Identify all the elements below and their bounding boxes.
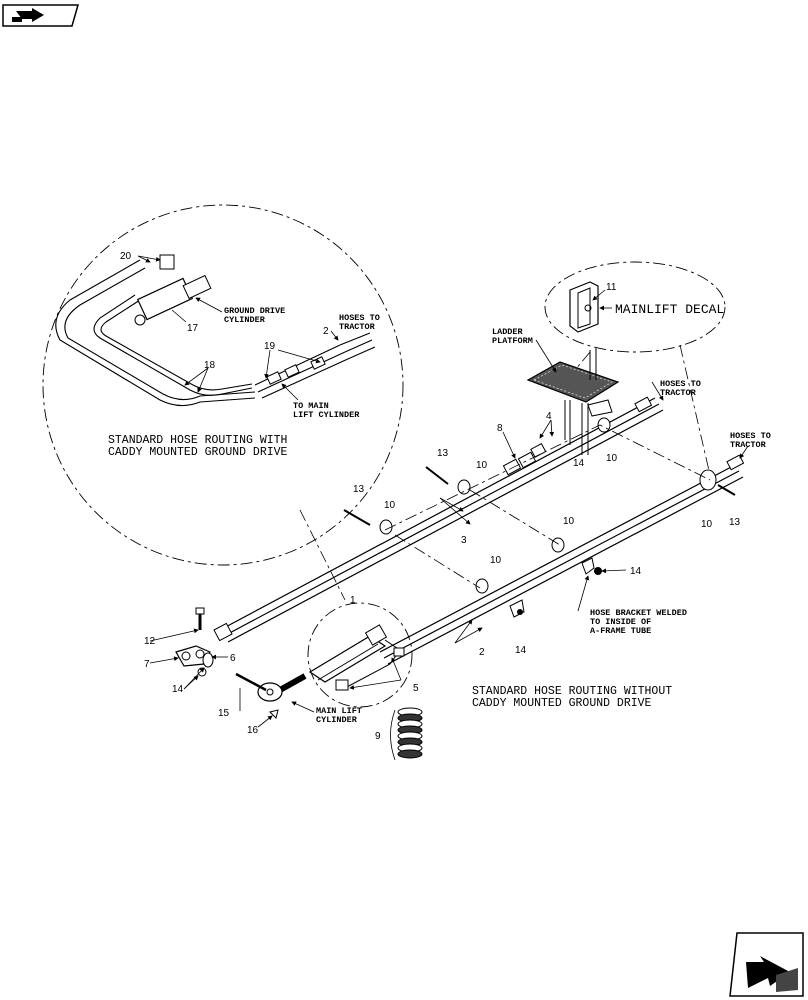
main-lift-label-2: CYLINDER	[316, 715, 358, 725]
to-main-label-1: TO MAIN	[293, 401, 329, 411]
callout-14c: 14	[515, 645, 527, 656]
hoses-to-tractor-b-1: HOSES TO	[660, 379, 701, 389]
callout-13a: 13	[437, 448, 449, 459]
leader-lines	[439, 381, 749, 644]
callout-15: 15	[218, 708, 230, 719]
callout-10d: 10	[563, 516, 575, 527]
ladder-label-2: PLATFORM	[492, 336, 533, 346]
callout-2b: 2	[479, 647, 485, 658]
bracket-label-2: TO INSIDE OF	[590, 617, 651, 627]
washer-stack	[390, 707, 423, 761]
callout-2a: 2	[323, 326, 329, 337]
callout-18: 18	[204, 360, 216, 371]
main-lift-cylinder-detail	[235, 602, 413, 728]
callout-11: 11	[606, 282, 617, 293]
callout-3: 3	[461, 535, 467, 546]
decal-detail	[544, 261, 726, 476]
caddy-title-1: STANDARD HOSE ROUTING WITH	[108, 434, 287, 447]
bracket-label-1: HOSE BRACKET WELDED	[590, 608, 687, 618]
ladder-platform	[526, 339, 620, 455]
callout-19: 19	[264, 341, 276, 352]
std-title-1: STANDARD HOSE ROUTING WITHOUT	[472, 685, 672, 698]
callout-1: 1	[350, 595, 356, 606]
callout-13c: 13	[729, 517, 741, 528]
hoses-to-tractor-label-2: TRACTOR	[339, 322, 376, 332]
previous-page-icon[interactable]	[2, 4, 79, 27]
main-hose-assembly	[213, 396, 745, 665]
callout-12: 12	[144, 636, 156, 647]
hoses-to-tractor-label-1: HOSES TO	[339, 313, 380, 323]
hoses-to-tractor-c-2: TRACTOR	[730, 440, 767, 450]
callout-17: 17	[187, 323, 199, 334]
callout-7: 7	[144, 659, 150, 670]
callout-9: 9	[375, 731, 381, 742]
hoses-to-tractor-c-1: HOSES TO	[730, 431, 771, 441]
callout-14b: 14	[630, 566, 642, 577]
caddy-detail-circle	[42, 204, 404, 566]
callout-10c: 10	[384, 500, 396, 511]
callout-10e: 10	[490, 555, 502, 566]
bracket-label-3: A-FRAME TUBE	[590, 626, 651, 636]
callout-16: 16	[247, 725, 259, 736]
callout-10f: 10	[701, 519, 713, 530]
callout-13b: 13	[353, 484, 365, 495]
ground-drive-label-2: CYLINDER	[224, 315, 266, 325]
callout-14a: 14	[573, 458, 585, 469]
callout-14d: 14	[172, 684, 184, 695]
std-title-2: CADDY MOUNTED GROUND DRIVE	[472, 697, 652, 710]
callout-4: 4	[546, 411, 552, 422]
callout-10b: 10	[606, 453, 618, 464]
next-page-icon[interactable]	[729, 932, 804, 997]
callout-20: 20	[120, 251, 132, 262]
callout-5: 5	[413, 683, 419, 694]
main-lift-label-1: MAIN LIFT	[316, 706, 362, 716]
ground-drive-label-1: GROUND DRIVE	[224, 306, 285, 316]
ladder-label-1: LADDER	[492, 327, 524, 337]
caddy-title-2: CADDY MOUNTED GROUND DRIVE	[108, 446, 288, 459]
mainlift-decal-label: MAINLIFT DECAL	[615, 302, 724, 317]
callout-10a: 10	[476, 460, 488, 471]
callout-6: 6	[230, 653, 236, 664]
callout-8: 8	[497, 423, 503, 434]
left-end-parts	[149, 607, 228, 690]
hoses-to-tractor-b-2: TRACTOR	[660, 388, 697, 398]
to-main-label-2: LIFT CYLINDER	[293, 410, 360, 420]
